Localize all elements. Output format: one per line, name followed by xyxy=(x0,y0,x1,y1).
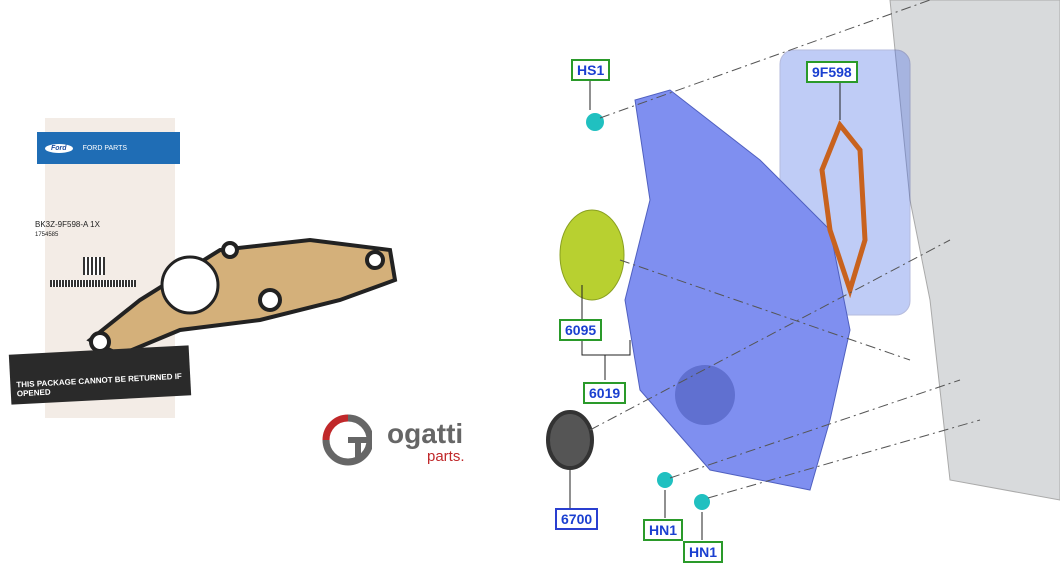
qr-code xyxy=(83,257,105,275)
ford-label: Ford FORD PARTS xyxy=(37,132,180,164)
gasket-photo xyxy=(86,237,398,358)
warning-text: THIS PACKAGE CANNOT BE RETURNED IF OPENE… xyxy=(16,371,183,399)
sub-number: 1754585 xyxy=(35,232,59,238)
callout-9f598[interactable]: 9F598 xyxy=(806,61,858,83)
callout-6095[interactable]: 6095 xyxy=(559,319,603,341)
callout-hn1-b[interactable]: HN1 xyxy=(683,541,724,563)
ford-logo: Ford xyxy=(45,143,73,153)
gasket-9f598 xyxy=(819,120,868,299)
part-number: BK3Z-9F598-A 1X xyxy=(35,220,100,229)
product-photo: Ford FORD PARTS BK3Z-9F598-A 1X 1754585 … xyxy=(0,110,420,430)
ogatti-emblem xyxy=(322,414,372,466)
nut-hn1-b xyxy=(694,494,710,510)
callout-6700[interactable]: 6700 xyxy=(555,508,599,530)
seal-6095 xyxy=(559,209,625,301)
callout-hs1[interactable]: HS1 xyxy=(571,59,611,81)
ogatti-sub: parts. xyxy=(427,448,465,465)
nut-hn1-a xyxy=(657,472,673,488)
callout-6019[interactable]: 6019 xyxy=(583,382,627,404)
ford-parts-text: FORD PARTS xyxy=(82,144,128,152)
exploded-diagram xyxy=(546,0,1060,540)
callout-hn1-a[interactable]: HN1 xyxy=(643,519,684,541)
seal-6700 xyxy=(546,410,594,470)
ogatti-name: ogatti xyxy=(387,418,464,449)
engine-block xyxy=(889,0,1060,501)
barcode xyxy=(50,280,136,287)
bolt-hs1 xyxy=(586,113,604,131)
ogatti-logo: ogatti parts. xyxy=(322,412,482,472)
warning-label: THIS PACKAGE CANNOT BE RETURNED IF OPENE… xyxy=(8,345,192,405)
